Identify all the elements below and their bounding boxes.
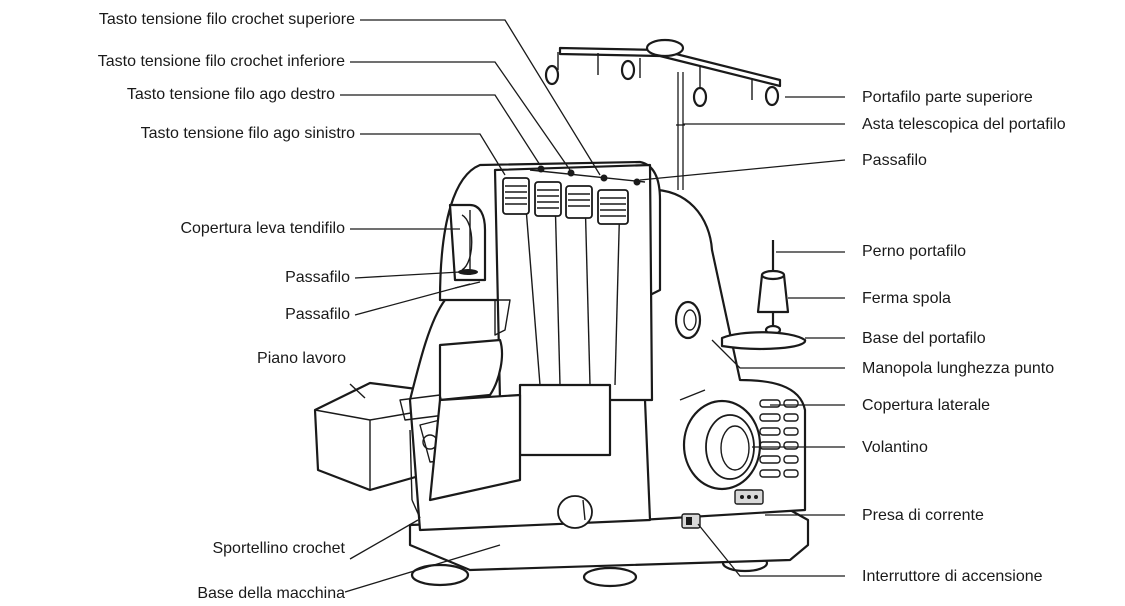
label-power-switch: Interruttore di accensione [862, 568, 1043, 585]
looper-cover [438, 338, 504, 402]
looper-door-shape [428, 393, 522, 502]
stitch-knob-shape [674, 300, 702, 340]
label-take-up-cover: Copertura leva tendifilo [180, 220, 345, 237]
label-spool-base: Base del portafilo [862, 330, 986, 347]
spool-pin-assembly [720, 240, 807, 350]
foot-center [582, 566, 638, 588]
label-stitch-length-knob: Manopola lunghezza punto [862, 360, 1055, 377]
side-vents [759, 399, 799, 478]
label-work-table: Piano lavoro [257, 350, 346, 367]
label-side-cover: Copertura laterale [862, 397, 991, 414]
label-telescopic-rod: Asta telescopica del portafilo [862, 116, 1066, 133]
handwheel-shape [682, 399, 762, 491]
label-right-needle-tension: Tasto tensione filo ago destro [126, 86, 335, 103]
label-crochet-upper-tension: Tasto tensione filo crochet superiore [98, 11, 355, 28]
take-up-cover-shape [448, 203, 487, 282]
foot-left [410, 563, 470, 587]
label-power-socket: Presa di corrente [862, 507, 984, 524]
label-spool-cap: Ferma spola [862, 290, 951, 307]
label-thread-guide-1: Passafilo [285, 269, 350, 286]
lower-window [518, 383, 612, 457]
leader-lines [340, 19, 846, 593]
label-looper-door: Sportellino crochet [212, 540, 345, 557]
label-machine-base: Base della macchina [197, 585, 345, 602]
spool-holder-top-shape [544, 38, 782, 108]
label-thread-guide-2: Passafilo [285, 306, 350, 323]
label-left-needle-tension: Tasto tensione filo ago sinistro [140, 125, 355, 142]
front-dial [557, 495, 593, 529]
label-crochet-lower-tension: Tasto tensione filo crochet inferiore [97, 53, 345, 70]
label-thread-guide-top: Passafilo [862, 152, 927, 169]
machine-illustration [313, 38, 810, 588]
tension-dials [502, 177, 629, 225]
label-spool-pin: Perno portafilo [862, 243, 967, 260]
label-handwheel: Volantino [862, 439, 928, 456]
right-housing [638, 188, 807, 522]
label-spool-holder-top: Portafilo parte superiore [862, 89, 1033, 106]
